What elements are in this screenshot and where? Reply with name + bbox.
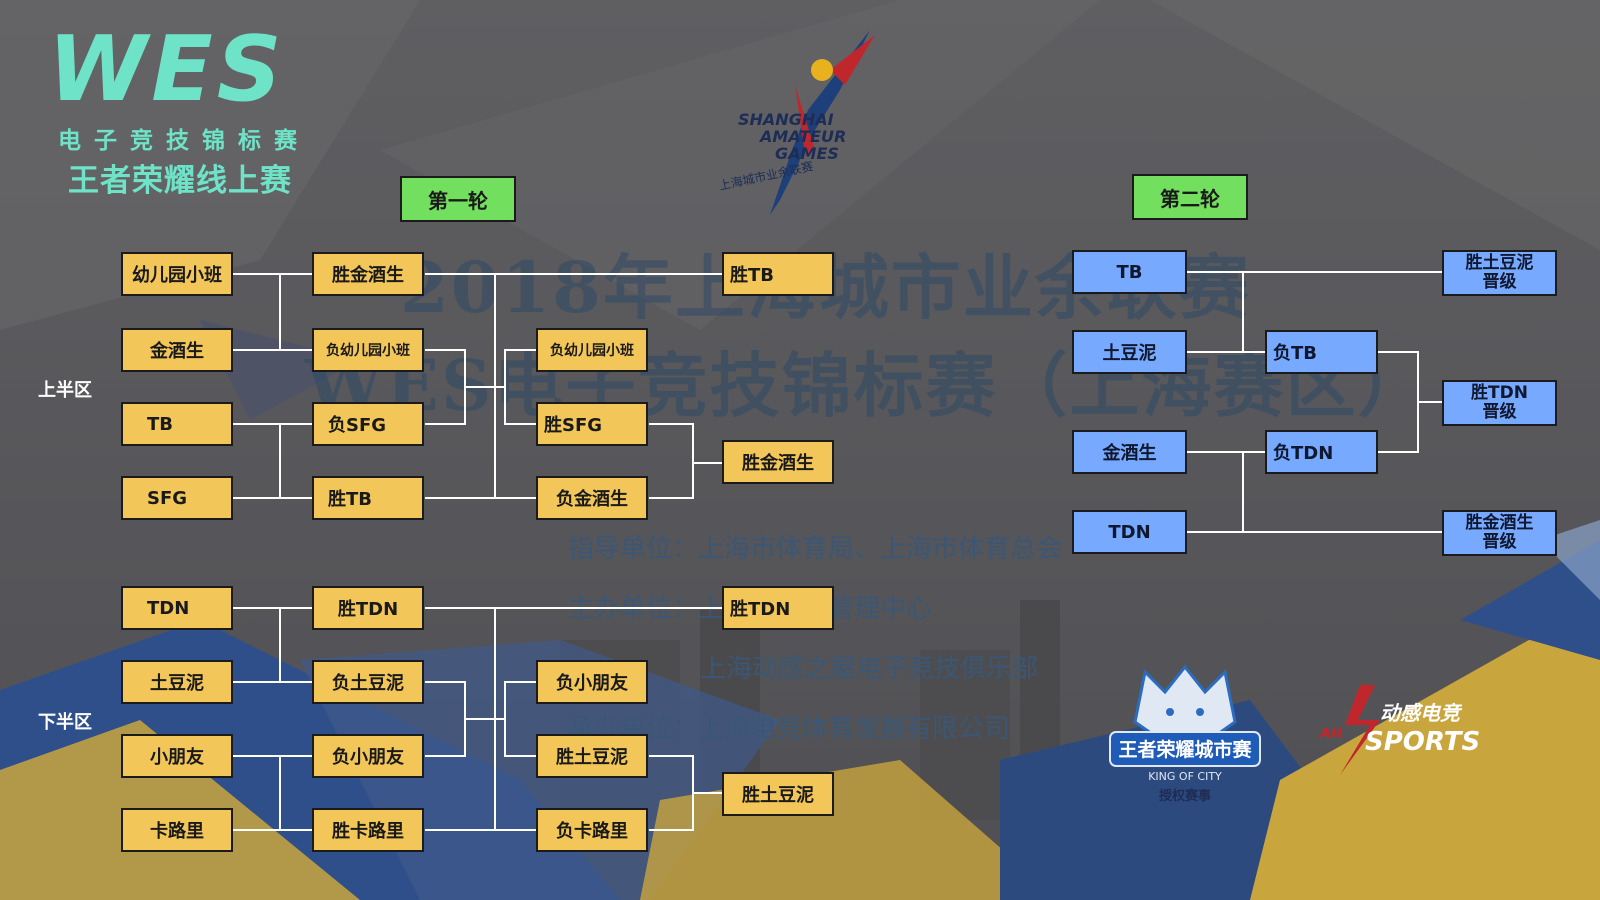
credit-host2: 上海动感之屋电子竞技俱乐部 — [700, 654, 1039, 684]
round2-result-advance: 胜金酒生 晋级 — [1442, 510, 1557, 556]
wes-mark: WES — [48, 17, 286, 122]
svg-text:GAMES: GAMES — [775, 144, 839, 163]
bracket-result: 负SFG — [312, 402, 424, 446]
bracket-team: 土豆泥 — [121, 660, 233, 704]
bracket-result: 胜TB — [312, 476, 424, 520]
bracket-final: 胜土豆泥 — [722, 772, 834, 816]
bracket-loser: 胜SFG — [536, 402, 648, 446]
bracket-loser: 负小朋友 — [536, 660, 648, 704]
region-lower-label: 下半区 — [38, 712, 92, 733]
result-label: 胜TDN — [1471, 383, 1528, 403]
wes-subtitle: 电子竞技锦标赛 — [58, 128, 310, 154]
bracket-winner: 胜TB — [722, 252, 834, 296]
bracket-team: 小朋友 — [121, 734, 233, 778]
shanghai-amateur-games-logo: SHANGHAI AMATEUR GAMES 上海城市业余联赛 — [720, 30, 875, 215]
round2-result-advance: 胜TDN 晋级 — [1442, 380, 1557, 426]
round2-match: 负TDN — [1265, 430, 1378, 474]
king-of-city-logo: 王者荣耀城市赛 KING OF CITY 授权赛事 — [1109, 664, 1261, 804]
watermark-title-line2: WES电子竞技锦标赛（上海赛区） — [305, 344, 1430, 427]
result-status: 晋级 — [1482, 272, 1517, 292]
bracket-result: 负幼儿园小班 — [312, 328, 424, 372]
round2-match: 负TB — [1265, 330, 1378, 374]
wes-event-name: 王者荣耀线上赛 — [68, 163, 292, 199]
bracket-result: 胜卡路里 — [312, 808, 424, 852]
bracket-result: 胜TDN — [312, 586, 424, 630]
round2-team: 金酒生 — [1072, 430, 1187, 474]
round2-result-advance: 胜土豆泥 晋级 — [1442, 250, 1557, 296]
svg-text:AMATEUR: AMATEUR — [758, 127, 846, 146]
bracket-winner: 胜TDN — [722, 586, 834, 630]
result-status: 晋级 — [1482, 532, 1517, 552]
svg-text:授权赛事: 授权赛事 — [1159, 788, 1211, 804]
bracket-result: 胜金酒生 — [312, 252, 424, 296]
bracket-team: TDN — [121, 586, 233, 630]
bracket-team: 卡路里 — [121, 808, 233, 852]
ah-sports-logo: AH 动感电竞 SPORTS — [1320, 685, 1480, 775]
svg-text:SPORTS: SPORTS — [1365, 727, 1480, 757]
round2-team: 土豆泥 — [1072, 330, 1187, 374]
bracket-loser: 负卡路里 — [536, 808, 648, 852]
bracket-loser: 胜土豆泥 — [536, 734, 648, 778]
bracket-team: SFG — [121, 476, 233, 520]
bracket-result: 负小朋友 — [312, 734, 424, 778]
bracket-team: TB — [121, 402, 233, 446]
bracket-loser: 负幼儿园小班 — [536, 328, 648, 372]
wes-logo: WES 电子竞技锦标赛 王者荣耀线上赛 — [48, 25, 348, 200]
result-status: 晋级 — [1482, 402, 1517, 422]
round2-header: 第二轮 — [1132, 174, 1248, 220]
result-label: 胜金酒生 — [1465, 513, 1534, 533]
bracket-final: 胜金酒生 — [722, 440, 834, 484]
svg-text:动感电竞: 动感电竞 — [1380, 701, 1463, 725]
round2-team: TB — [1072, 250, 1187, 294]
svg-text:AH: AH — [1320, 726, 1343, 742]
svg-text:上海城市业余联赛: 上海城市业余联赛 — [720, 158, 815, 193]
credit-guide: 指导单位：上海市体育局、上海市体育总会 — [568, 534, 1063, 564]
svg-text:SHANGHAI: SHANGHAI — [738, 110, 834, 129]
bracket-team: 幼儿园小班 — [121, 252, 233, 296]
bracket-team: 金酒生 — [121, 328, 233, 372]
svg-text:KING OF CITY: KING OF CITY — [1148, 770, 1222, 783]
bracket-loser: 负金酒生 — [536, 476, 648, 520]
round1-header: 第一轮 — [400, 176, 516, 222]
bracket-result: 负土豆泥 — [312, 660, 424, 704]
result-label: 胜土豆泥 — [1465, 253, 1534, 273]
svg-text:王者荣耀城市赛: 王者荣耀城市赛 — [1118, 738, 1252, 761]
round2-team: TDN — [1072, 510, 1187, 554]
region-upper-label: 上半区 — [38, 380, 92, 401]
